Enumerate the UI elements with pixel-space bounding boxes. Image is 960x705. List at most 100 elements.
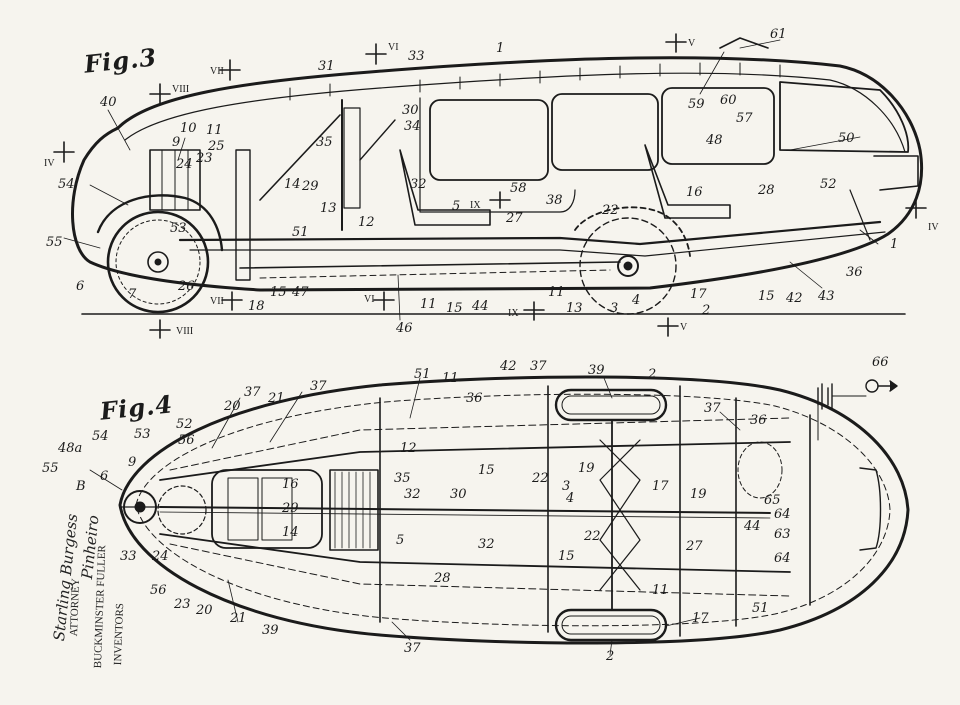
section-mark-vi: VI xyxy=(388,42,399,53)
fig3-ref-59: 59 xyxy=(688,97,705,112)
fig3-ref-36: 36 xyxy=(846,265,863,280)
fig4-ref-28: 28 xyxy=(433,571,451,586)
fig3-ref-27: 27 xyxy=(505,211,523,226)
fig4-ref-51: 51 xyxy=(414,367,431,382)
fig3-ref-38: 38 xyxy=(546,193,563,208)
fig4-ref-66: 66 xyxy=(872,355,889,370)
fig4-ref-19: 19 xyxy=(578,461,595,476)
fig3-ref-18: 18 xyxy=(248,299,265,314)
fig4-ref-3: 3 xyxy=(562,479,570,494)
fig3-ref-51: 51 xyxy=(292,225,309,240)
fig3-ref-44: 44 xyxy=(471,299,489,314)
fig4-ref-19: 19 xyxy=(690,487,707,502)
fig4-ref-22: 22 xyxy=(583,529,601,544)
fig3-ref-25: 25 xyxy=(207,139,225,154)
fig4-ref-2: 2 xyxy=(647,367,656,382)
fig3-ref-43: 43 xyxy=(817,289,835,304)
fig4-ref-20: 20 xyxy=(223,399,241,414)
fig4-ref-23: 23 xyxy=(173,597,191,612)
fig3-ref-28: 28 xyxy=(757,183,775,198)
fig3-ref-24: 24 xyxy=(175,157,193,172)
fig3-ref-52: 52 xyxy=(820,177,837,192)
fig4-ref-35: 35 xyxy=(394,471,411,486)
fig3-ref-16: 16 xyxy=(686,185,703,200)
fig4-ref-36: 36 xyxy=(750,413,767,428)
fig4-ref-15: 15 xyxy=(478,463,495,478)
fig3-ref-23: 23 xyxy=(195,151,213,166)
fig4-ref-55: 55 xyxy=(42,461,59,476)
fig3-ref-58: 58 xyxy=(510,181,527,196)
fig4-ref-12: 12 xyxy=(400,441,417,456)
fig4-ref-56: 56 xyxy=(150,583,167,598)
fig3-ref-3: 3 xyxy=(610,301,618,316)
fig3-ref-2: 2 xyxy=(701,303,710,318)
fig4-ref-20: 20 xyxy=(195,603,213,618)
fig4-ref-37: 37 xyxy=(530,359,547,374)
fig3-ref-15: 15 xyxy=(270,285,287,300)
fig4-ref-56: 56 xyxy=(178,433,195,448)
section-mark-v: V xyxy=(680,322,688,333)
fig4-ref-11: 11 xyxy=(442,371,459,386)
fig4-ref-17: 17 xyxy=(692,611,709,626)
section-mark-vii: VII xyxy=(210,296,224,307)
fig3-ref-35: 35 xyxy=(316,135,333,150)
fig3-ref-48: 48 xyxy=(705,133,723,148)
fig3-ref-50: 50 xyxy=(838,131,855,146)
fig4-ref-29: 29 xyxy=(281,501,299,516)
section-mark-viii: VIII xyxy=(176,326,193,337)
fig4-ref-22: 22 xyxy=(531,471,549,486)
fig3-ref-42: 42 xyxy=(785,291,803,306)
fig4-ref-37: 37 xyxy=(244,385,261,400)
fig4-ref-32: 32 xyxy=(404,487,421,502)
section-mark-viii: VIII xyxy=(172,84,189,95)
fig3-ref-17: 17 xyxy=(690,287,707,302)
fig3-ref-1: 1 xyxy=(890,237,898,252)
fig4-ref-33: 33 xyxy=(120,549,137,564)
fig4-ref-37: 37 xyxy=(704,401,721,416)
fig3-ref-15: 15 xyxy=(758,289,775,304)
fig3-ref-1: 1 xyxy=(496,41,504,56)
fig3-ref-55: 55 xyxy=(46,235,63,250)
fig4-ref-37: 37 xyxy=(404,641,421,656)
fig4-ref-4: 4 xyxy=(565,491,574,506)
fig3-ref-40: 40 xyxy=(99,95,117,110)
fig3-ref-26: 26 xyxy=(177,279,195,294)
section-mark-iv: IV xyxy=(928,222,939,233)
fig4-ref-39: 39 xyxy=(262,623,279,638)
fig4-ref-21: 21 xyxy=(267,391,285,406)
fig3-side-elevation xyxy=(53,33,927,339)
fig3-ref-7: 7 xyxy=(128,287,137,302)
fig4-ref-B: B xyxy=(75,479,86,494)
section-mark-ix: IX xyxy=(470,200,481,211)
fig4-ref-24: 24 xyxy=(151,549,169,564)
fig4-ref-51: 51 xyxy=(752,601,769,616)
fig4-ref-30: 30 xyxy=(450,487,467,502)
fig4-ref-15: 15 xyxy=(558,549,575,564)
fig3-ref-60: 60 xyxy=(720,93,737,108)
fig3-ref-4: 4 xyxy=(631,293,640,308)
fig3-ref-6: 6 xyxy=(76,279,84,294)
section-mark-ix: IX xyxy=(508,308,519,319)
fig3-ref-22: 22 xyxy=(601,203,619,218)
fig3-ref-32: 32 xyxy=(410,177,427,192)
section-mark-vi: VI xyxy=(364,294,375,305)
fig4-ref-32: 32 xyxy=(478,537,495,552)
fig3-ref-31: 31 xyxy=(318,59,335,74)
section-mark-v: V xyxy=(688,38,696,49)
inventors-label: INVENTORS xyxy=(112,602,127,666)
fig3-ref-11: 11 xyxy=(420,297,437,312)
fig4-ref-11: 11 xyxy=(652,583,669,598)
fig4-ref-5: 5 xyxy=(396,533,404,548)
fig4-ref-65: 65 xyxy=(764,493,781,508)
fig4-ref-53: 53 xyxy=(134,427,151,442)
fig3-ref-33: 33 xyxy=(408,49,425,64)
fig4-ref-9: 9 xyxy=(128,455,136,470)
fig4-ref-39: 39 xyxy=(588,363,605,378)
fig4-ref-48a: 48a xyxy=(57,441,82,456)
fig3-ref-57: 57 xyxy=(736,111,753,126)
section-mark-vii: VII xyxy=(210,66,224,77)
fig3-ref-47: 47 xyxy=(291,285,309,300)
section-mark-iv: IV xyxy=(44,158,55,169)
fig4-ref-37: 37 xyxy=(310,379,327,394)
